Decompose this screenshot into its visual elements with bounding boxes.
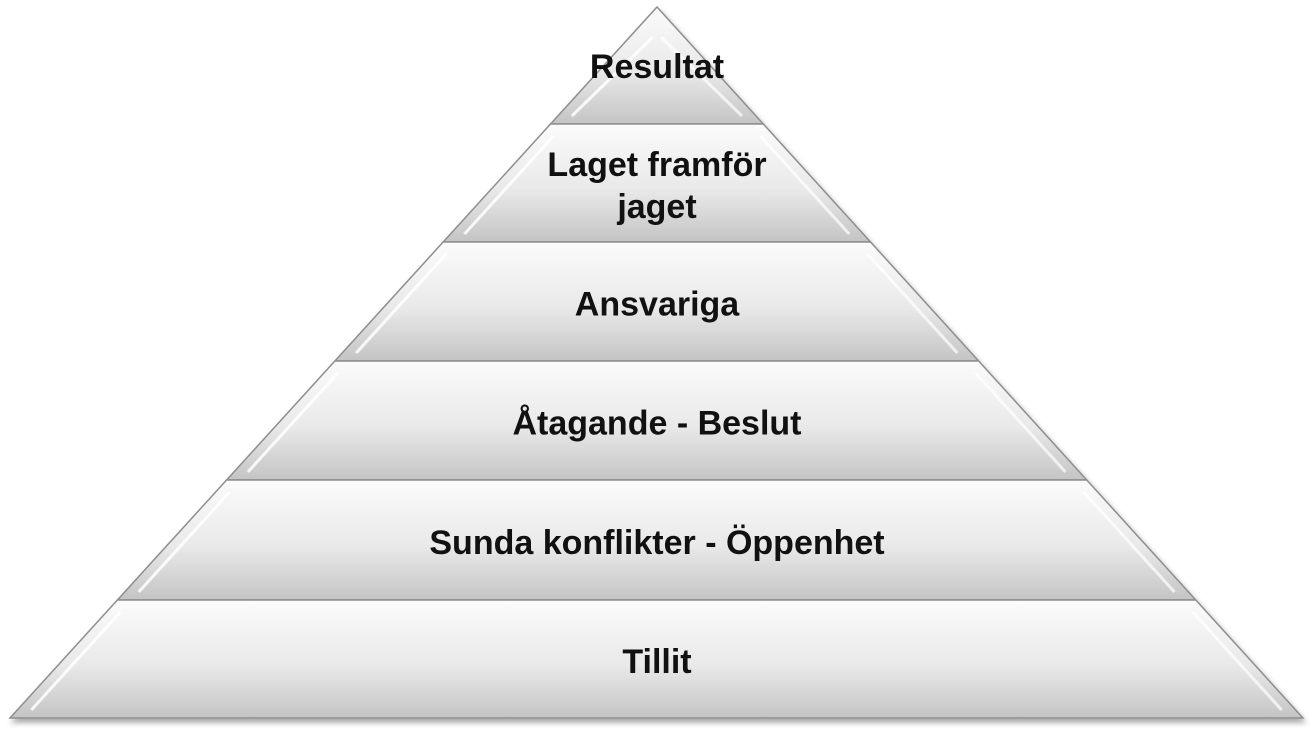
level-bevel-highlight: [246, 371, 340, 474]
level-bevel-highlight: [570, 35, 655, 118]
level-label-atagande-beslut: Åtagande - Beslut: [512, 405, 801, 443]
level-bevel-highlight: [463, 134, 555, 236]
level-bevel-highlight: [137, 490, 231, 594]
level-label-ansvariga: Ansvariga: [575, 286, 740, 324]
level-label-resultat: Resultat: [590, 48, 724, 86]
level-bevel-highlight: [659, 35, 744, 118]
level-label-tillit: Tillit: [622, 643, 691, 681]
level-bevel-highlight: [866, 252, 959, 355]
level-bevel-highlight: [30, 610, 122, 712]
level-bevel-highlight: [355, 252, 448, 355]
level-bevel-highlight: [759, 134, 851, 236]
level-bevel-highlight: [1191, 610, 1283, 712]
level-bevel-highlight: [974, 371, 1067, 474]
pyramid-level-tillit: [8, 599, 1305, 719]
level-bevel-highlight: [1082, 490, 1176, 594]
level-label-sunda-konflikter-oppenhet: Sunda konflikter - Öppenhet: [429, 524, 884, 562]
